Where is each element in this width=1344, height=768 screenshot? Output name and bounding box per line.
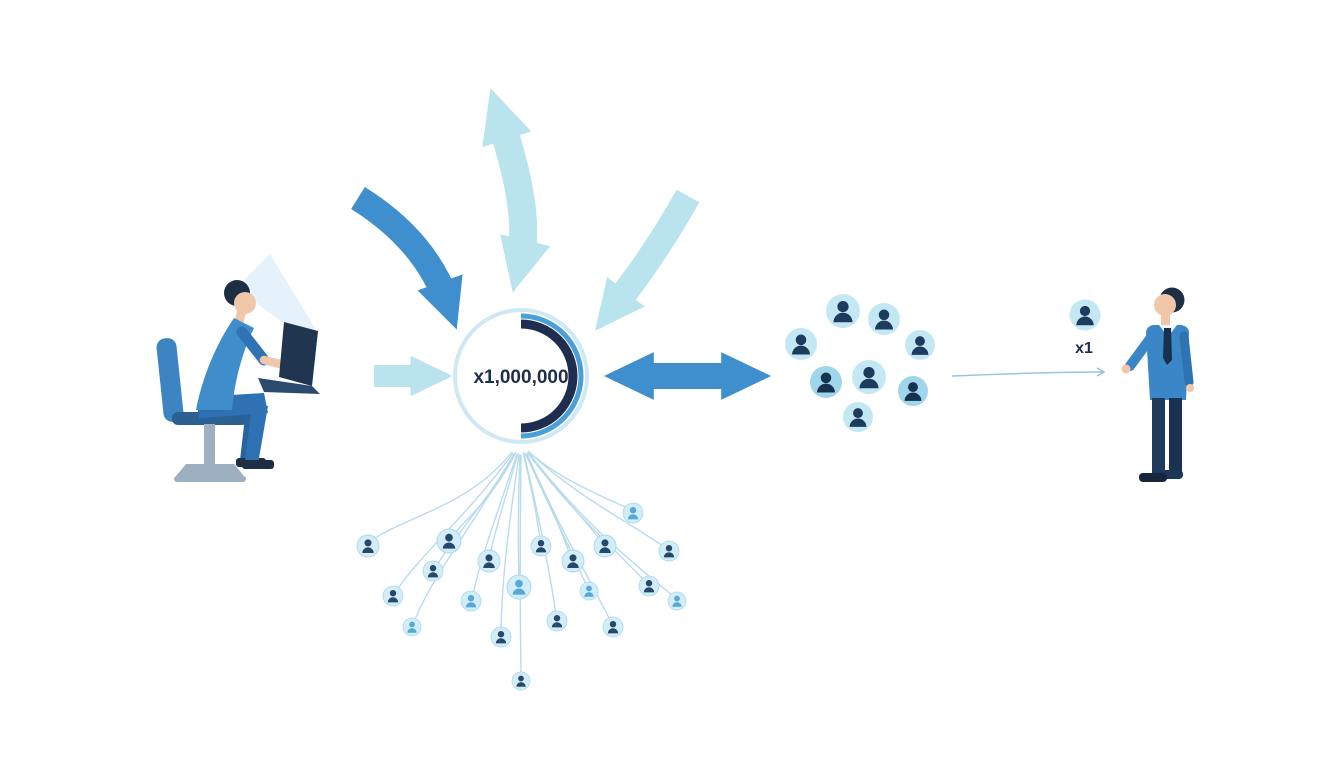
head [1154, 294, 1176, 316]
user-avatar-icon [905, 330, 935, 360]
user-node-icon [602, 616, 624, 638]
user-node-icon [477, 549, 501, 573]
connector-arrow-to-single-user [951, 367, 1106, 377]
user-node-icon [658, 540, 680, 562]
ring-outer [453, 308, 589, 444]
laptop-screen-glow [236, 254, 318, 333]
user-avatar-icon [898, 376, 928, 406]
single-multiplier-label: x1 [1075, 340, 1093, 357]
user-node-icon [561, 549, 585, 573]
office-chair-icon [156, 338, 248, 482]
person-at-laptop-icon [156, 254, 320, 482]
user-node-icon [382, 585, 404, 607]
ring-arc-blue [520, 313, 584, 439]
single-user-badge: x1 [1069, 299, 1101, 357]
multiplier-ring-icon: x1,000,000 [453, 308, 589, 444]
user-avatar-icon [785, 328, 817, 360]
user-node-icon [490, 626, 512, 648]
curved-arrow-upper-left [350, 186, 463, 330]
user-node-icon [622, 502, 644, 524]
fan-out-network-lines [371, 450, 673, 675]
user-node-icon [667, 591, 687, 611]
user-node-icon [460, 590, 482, 612]
curved-arrow-upper-right [594, 189, 700, 331]
user-avatar-icon [868, 303, 900, 335]
user-node-icon [638, 575, 660, 597]
ring-arc-navy [520, 319, 578, 433]
user-node-icon [422, 560, 444, 582]
laptop-icon [258, 322, 320, 394]
user-node-icon [402, 617, 422, 637]
tie [1163, 328, 1172, 365]
user-avatars-group-icon [785, 294, 935, 432]
user-node-icon [530, 535, 552, 557]
sitting-person [196, 280, 297, 469]
user-node-icon [511, 671, 531, 691]
leg [1152, 398, 1165, 476]
curved-double-arrow-top [482, 88, 551, 293]
head [234, 292, 256, 314]
shoe [1139, 473, 1167, 482]
center-multiplier-label: x1,000,000 [473, 367, 568, 388]
hand [1121, 364, 1131, 374]
user-node-icon [356, 534, 380, 558]
user-node-icon [593, 534, 617, 558]
ring-arrows [350, 88, 772, 400]
user-node-icon [579, 581, 599, 601]
standing-person-icon [1121, 287, 1194, 482]
user-avatar-icon [852, 360, 886, 394]
user-avatar-icon [843, 402, 873, 432]
user-avatar-icon [826, 294, 860, 328]
user-node-icon [546, 610, 568, 632]
single-user-avatar-icon [1069, 299, 1101, 331]
user-avatar-icon [810, 366, 842, 398]
extended-arm [1125, 331, 1157, 371]
user-node-icon [436, 528, 462, 554]
user-node-icon [506, 574, 532, 600]
leg [1169, 398, 1182, 476]
